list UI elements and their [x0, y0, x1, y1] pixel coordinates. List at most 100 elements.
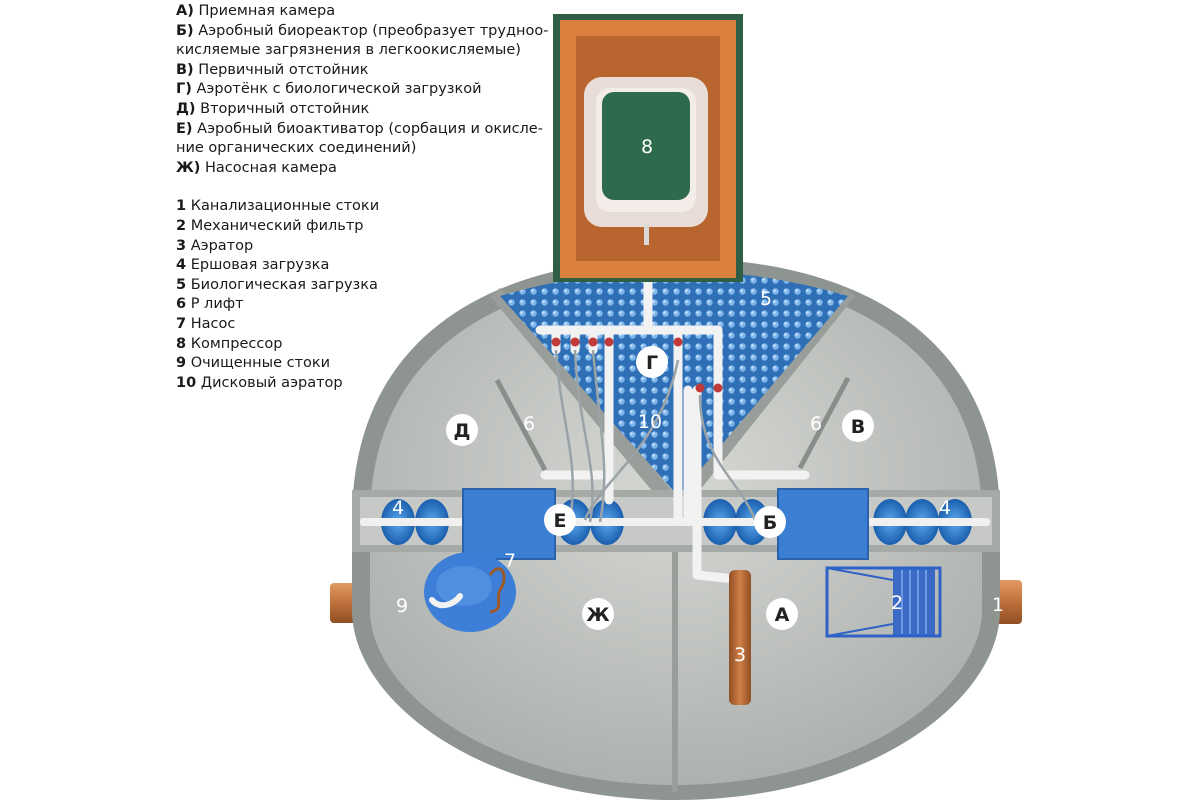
legend-part-row: 6 Р лифт [176, 295, 548, 315]
badge-text: Ж [586, 604, 609, 626]
badge-text: А [775, 604, 790, 626]
chamber-badge-zh: Ж [582, 598, 614, 630]
part-label-p9: 9 [396, 595, 408, 617]
compressor-housing [553, 14, 743, 282]
legend-part-text: Механический фильтр [190, 217, 364, 234]
legend-part-key: 6 [176, 296, 187, 313]
legend-chamber-row: Е) Аэробный биоактиватор (сорбация и оки… [176, 120, 548, 140]
legend-part-text: Ершовая загрузка [190, 257, 330, 274]
chamber-badge-g: Г [636, 346, 668, 378]
legend-part-text: Очищенные стоки [190, 355, 331, 372]
legend-part-text: Аэратор [190, 237, 254, 254]
legend-chamber-key: Ж) [176, 159, 201, 176]
legend-part-key: 1 [176, 198, 187, 215]
legend-chamber-row: Б) Аэробный биореактор (преобразует труд… [176, 22, 548, 42]
legend-chamber-text: Аэротёнк с биологической загрузкой [196, 81, 482, 98]
legend-part-row: 5 Биологическая загрузка [176, 276, 548, 296]
part-label-p4-left: 4 [392, 497, 404, 519]
badge-circle [582, 598, 614, 630]
legend-chamber-text: Первичный отстойник [198, 61, 369, 78]
chamber-badges: А Б В Г Д Е Ж [446, 346, 874, 630]
legend-part-key: 9 [176, 355, 187, 372]
part-label-p1: 1 [992, 594, 1004, 616]
legend-chamber-text: Вторичный отстойник [200, 100, 370, 117]
legend-chamber-row: В) Первичный отстойник [176, 61, 548, 81]
chamber-badge-d: Д [446, 414, 478, 446]
legend-part-row: 9 Очищенные стоки [176, 354, 548, 374]
badge-circle [446, 414, 478, 446]
pump [424, 552, 516, 632]
badge-circle [842, 410, 874, 442]
badge-text: Д [454, 420, 471, 442]
legend-part-key: 3 [176, 237, 187, 254]
legend-part-text: Насос [190, 315, 236, 332]
legend-chamber-key: А) [176, 3, 194, 19]
bioactivator-block [462, 488, 556, 560]
legend-chamber-row: Д) Вторичный отстойник [176, 100, 548, 120]
airlift-right [797, 376, 851, 470]
part-label-p5: 5 [760, 288, 772, 310]
legend-part-text: Дисковый аэратор [200, 374, 343, 391]
legend-chamber-key: В) [176, 61, 194, 78]
air-hoses [554, 349, 757, 523]
legend-chamber-text: ние органических соединений) [176, 140, 417, 157]
legend-chamber-key: Г) [176, 81, 192, 98]
badge-text: Б [763, 512, 777, 534]
bioreactor-block [777, 488, 869, 560]
part-label-p4-right: 4 [939, 497, 951, 519]
legend-part-text: Р лифт [190, 296, 244, 313]
chamber-badge-v: В [842, 410, 874, 442]
legend-part-row: 2 Механический фильтр [176, 217, 548, 237]
aerator-pipe [729, 570, 751, 705]
legend-chamber-text: Аэробный биореактор (преобразует трудноо… [198, 22, 549, 39]
legend-chamber-key: Е) [176, 120, 193, 137]
legend-part-key: 8 [176, 335, 187, 352]
legend-chamber-key: Б) [176, 22, 194, 39]
part-label-p2: 2 [891, 592, 903, 614]
lower-divider [672, 552, 678, 792]
badge-text: Г [646, 352, 658, 374]
badge-text: Е [554, 510, 567, 532]
legend-part-row: 10 Дисковый аэратор [176, 374, 548, 394]
chamber-badge-a: А [766, 598, 798, 630]
legend-part-row: 4 Ершовая загрузка [176, 256, 548, 276]
legend-part-text: Канализационные стоки [190, 198, 380, 215]
legend-part-row: 7 Насос [176, 315, 548, 335]
legend-chamber-row: кисляемые загрязнения в легкоокисляемые) [176, 41, 548, 61]
mechanical-filter [825, 566, 942, 638]
legend-chamber-row: ние органических соединений) [176, 139, 548, 159]
badge-circle [754, 506, 786, 538]
airlift-left [494, 378, 548, 472]
badge-circle [766, 598, 798, 630]
part-label-p3: 3 [734, 644, 746, 666]
badge-circle [544, 504, 576, 536]
valves [551, 337, 723, 393]
legend-part-row: 8 Компрессор [176, 335, 548, 355]
legend-part-key: 7 [176, 315, 187, 332]
legend-part-text: Биологическая загрузка [190, 276, 378, 293]
legend-chamber-row: А) Приемная камера [176, 2, 548, 22]
legend-part-key: 10 [176, 374, 197, 391]
legend-part-key: 4 [176, 257, 187, 274]
part-label-p8: 8 [641, 136, 653, 158]
legend-chamber-text: кисляемые загрязнения в легкоокисляемые) [176, 42, 521, 59]
legend-chamber-text: Приемная камера [198, 3, 336, 19]
air-pipes [535, 277, 810, 617]
badge-circle [636, 346, 668, 378]
part-label-p10: 10 [638, 411, 662, 433]
legend-part-text: Компрессор [190, 335, 283, 352]
legend-chamber-row: Г) Аэротёнк с биологической загрузкой [176, 80, 548, 100]
legend-chamber-text: Насосная камера [205, 159, 337, 176]
legend-part-key: 2 [176, 217, 187, 234]
part-label-p6-right: 6 [810, 413, 822, 435]
legend-part-row: 1 Канализационные стоки [176, 197, 548, 217]
legend-chamber-row: Ж) Насосная камера [176, 159, 548, 179]
legend-chamber-text: Аэробный биоактиватор (сорбация и окисле… [197, 120, 543, 137]
legend-part-row: 3 Аэратор [176, 237, 548, 257]
chamber-badge-e: Е [544, 504, 576, 536]
